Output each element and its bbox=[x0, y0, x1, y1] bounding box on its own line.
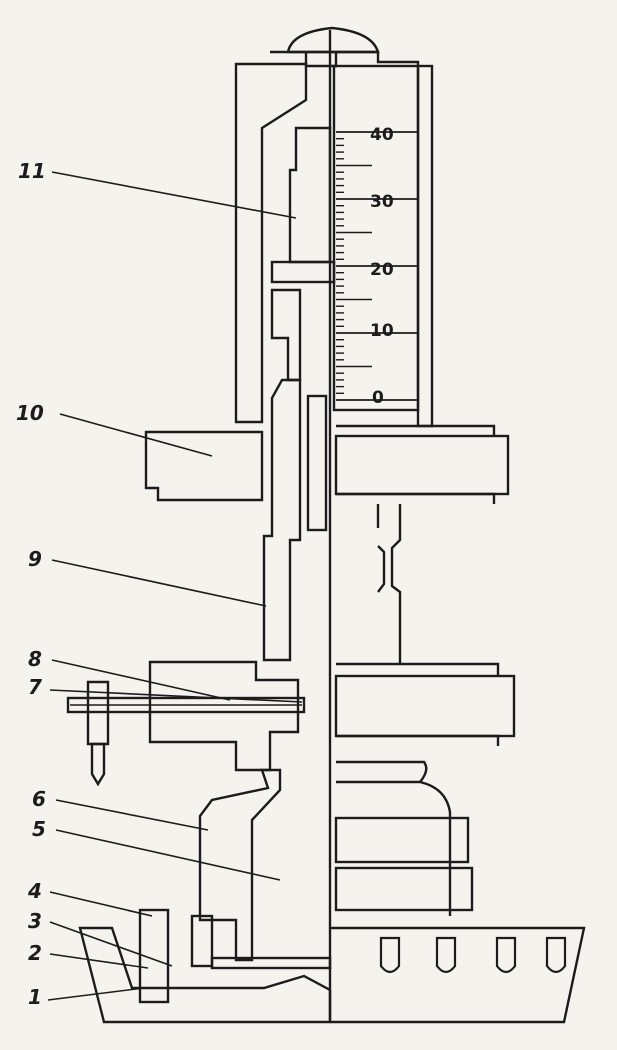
callout-7: 7 bbox=[28, 675, 42, 699]
upper-knurled-ring bbox=[334, 434, 510, 496]
spindle bbox=[270, 30, 336, 1020]
scale-label-10: 10 bbox=[370, 321, 394, 341]
scale-label-30: 30 bbox=[370, 192, 394, 212]
callout-8: 8 bbox=[28, 647, 42, 671]
callout-4: 4 bbox=[27, 879, 42, 903]
base bbox=[78, 908, 586, 1024]
lower-knurled-ring bbox=[334, 674, 516, 738]
scale-tube: 40 30 20 10 0 bbox=[332, 64, 420, 412]
base-insert bbox=[138, 908, 170, 1004]
callout-1: 1 bbox=[28, 985, 42, 1009]
lower-clamp bbox=[66, 660, 516, 787]
scale-label-20: 20 bbox=[370, 260, 394, 280]
callout-6: 6 bbox=[32, 787, 46, 811]
knurled-band-2 bbox=[334, 866, 474, 912]
scale-label-40: 40 bbox=[370, 125, 394, 145]
base-finger bbox=[545, 936, 567, 974]
lower-body bbox=[198, 760, 474, 962]
callout-5: 5 bbox=[32, 817, 46, 841]
scale-label-0: 0 bbox=[372, 388, 384, 408]
base-fingers bbox=[379, 936, 567, 974]
callout-10: 10 bbox=[16, 401, 44, 425]
callouts: 11 10 9 8 7 6 5 4 3 2 1 bbox=[16, 159, 303, 1009]
base-finger bbox=[495, 936, 517, 974]
callout-2: 2 bbox=[28, 941, 42, 965]
scale-ticks bbox=[336, 131, 418, 401]
middle-column bbox=[144, 378, 510, 664]
top-cap bbox=[286, 26, 380, 54]
base-finger bbox=[435, 936, 457, 974]
callout-3: 3 bbox=[28, 909, 42, 933]
knurled-band-1 bbox=[334, 816, 470, 864]
base-finger bbox=[379, 936, 401, 974]
callout-9: 9 bbox=[28, 547, 42, 571]
callout-11: 11 bbox=[18, 159, 46, 183]
